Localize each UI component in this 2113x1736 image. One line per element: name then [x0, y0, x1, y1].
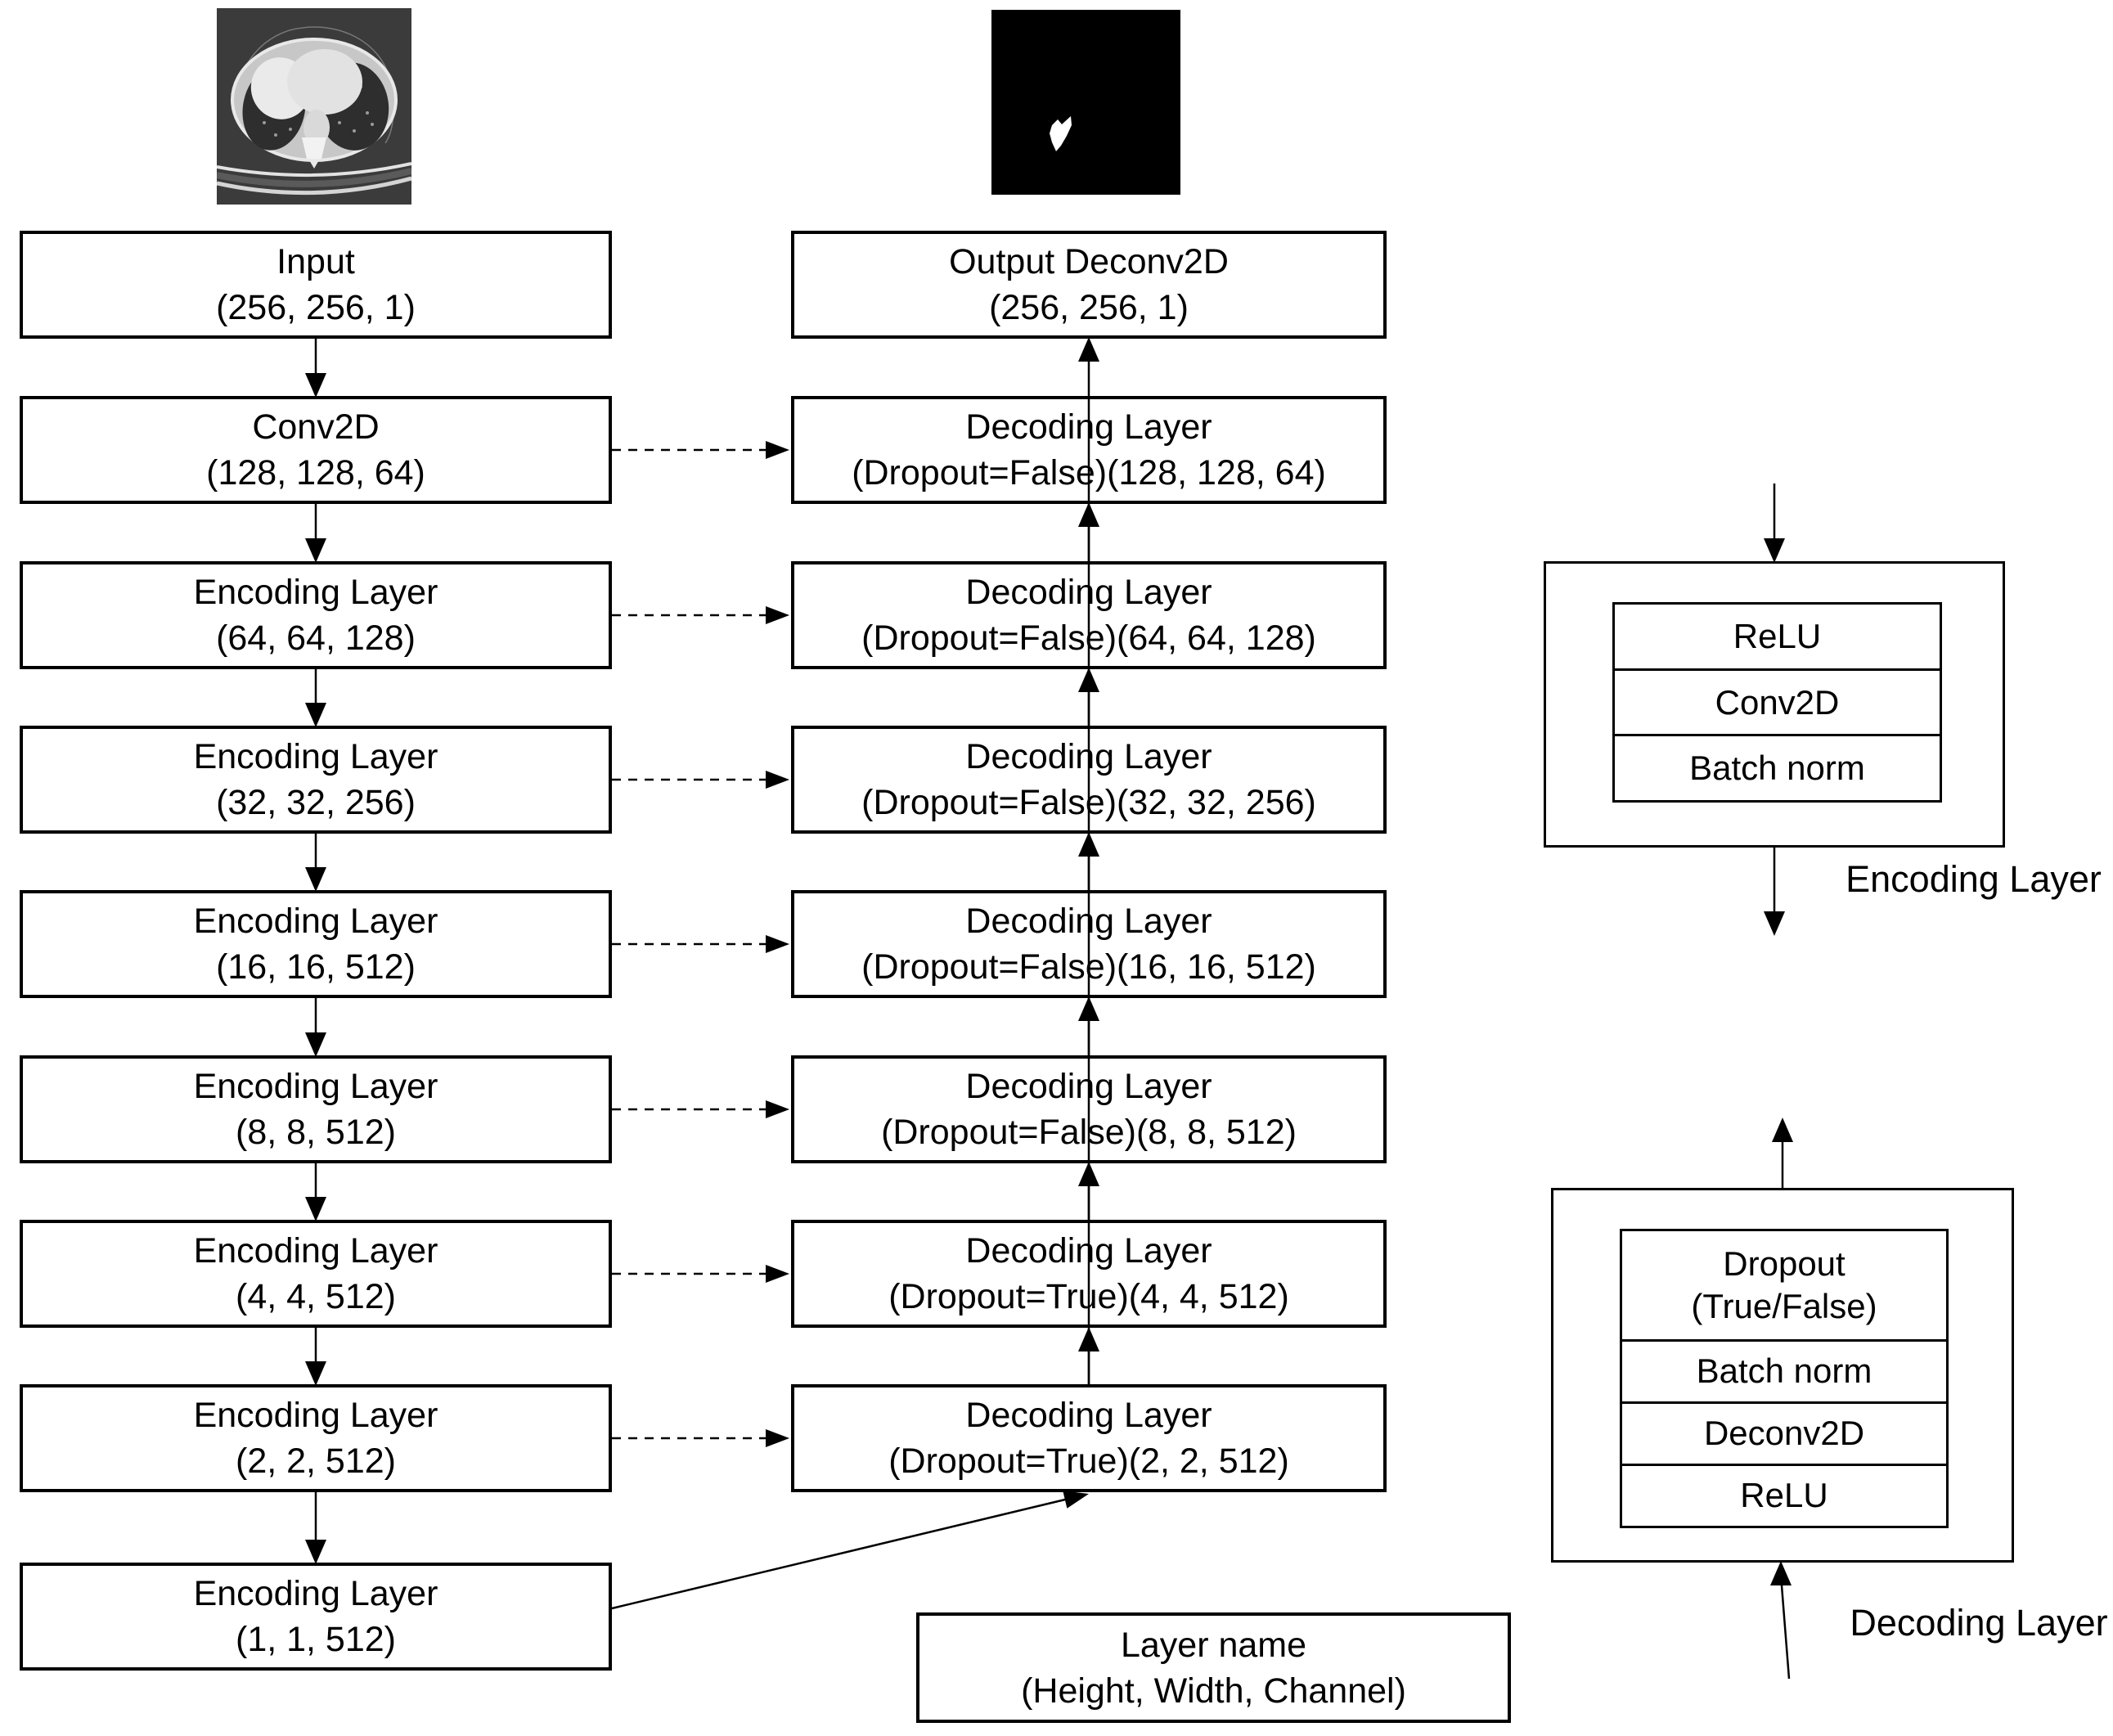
- encoding-step-relu: ReLU: [1615, 605, 1940, 668]
- encoder-box-conv2d: Conv2D (128, 128, 64): [20, 396, 612, 504]
- decoder-box-output: Output Deconv2D (256, 256, 1): [791, 231, 1387, 339]
- layer-shape: (2, 2, 512): [236, 1441, 396, 1481]
- layer-shape: (Dropout=False)(64, 64, 128): [861, 618, 1316, 658]
- layer-shape: (64, 64, 128): [216, 618, 416, 658]
- layer-title: Decoding Layer: [965, 1231, 1212, 1271]
- ct-input-image: [217, 8, 411, 205]
- layer-title: Encoding Layer: [193, 737, 438, 776]
- layer-title: Input: [276, 242, 355, 281]
- layer-shape: (16, 16, 512): [216, 947, 416, 987]
- layer-shape: (Dropout=True)(4, 4, 512): [888, 1277, 1289, 1316]
- layer-title: Encoding Layer: [193, 1231, 438, 1271]
- step-label: Conv2D: [1715, 682, 1840, 722]
- decoder-box-4: Decoding Layer (Dropout=True)(4, 4, 512): [791, 1220, 1387, 1328]
- layer-shape: (Dropout=False)(8, 8, 512): [881, 1113, 1297, 1152]
- decoder-box-32: Decoding Layer (Dropout=False)(32, 32, 2…: [791, 726, 1387, 834]
- layer-shape: (256, 256, 1): [216, 288, 416, 327]
- layer-title: Decoding Layer: [965, 1396, 1212, 1435]
- layer-title: Decoding Layer: [965, 573, 1212, 612]
- decoding-layer-label: Decoding Layer: [1850, 1602, 2108, 1644]
- decoding-step-batchnorm: Batch norm: [1622, 1338, 1946, 1401]
- legend-subtitle: (Height, Width, Channel): [1021, 1671, 1406, 1711]
- encoder-box-input: Input (256, 256, 1): [20, 231, 612, 339]
- legend-title: Layer name: [1120, 1625, 1307, 1665]
- decoder-box-2: Decoding Layer (Dropout=True)(2, 2, 512): [791, 1384, 1387, 1492]
- encoder-box-1: Encoding Layer (1, 1, 512): [20, 1563, 612, 1671]
- layer-title: Decoding Layer: [965, 737, 1212, 776]
- ct-slice-art: [217, 8, 411, 205]
- encoder-box-2: Encoding Layer (2, 2, 512): [20, 1384, 612, 1492]
- layer-title: Encoding Layer: [193, 1396, 438, 1435]
- layer-title: Encoding Layer: [193, 1574, 438, 1613]
- layer-shape: (32, 32, 256): [216, 783, 416, 822]
- layer-title: Decoding Layer: [965, 902, 1212, 941]
- bottleneck-diagonal-arrow: [611, 1491, 1089, 1610]
- layer-title: Conv2D: [252, 407, 380, 447]
- layer-shape: (128, 128, 64): [206, 453, 425, 492]
- decoding-step-relu: ReLU: [1622, 1463, 1946, 1526]
- layer-title: Encoding Layer: [193, 573, 438, 612]
- skip-connection-arrows: [612, 441, 789, 1447]
- step-label: ReLU: [1740, 1476, 1828, 1515]
- step-label: Deconv2D: [1703, 1414, 1865, 1453]
- layer-title: Encoding Layer: [193, 902, 438, 941]
- step-sublabel: (True/False): [1691, 1286, 1877, 1325]
- layer-title: Encoding Layer: [193, 1067, 438, 1106]
- encoder-box-32: Encoding Layer (32, 32, 256): [20, 726, 612, 834]
- layer-shape: (Dropout=False)(32, 32, 256): [861, 783, 1316, 822]
- legend-box: Layer name (Height, Width, Channel): [916, 1612, 1511, 1723]
- encoder-box-64: Encoding Layer (64, 64, 128): [20, 561, 612, 669]
- decoding-step-dropout: Dropout (True/False): [1622, 1231, 1946, 1339]
- encoding-detail-steps: ReLU Conv2D Batch norm: [1612, 602, 1942, 803]
- encoder-box-16: Encoding Layer (16, 16, 512): [20, 890, 612, 998]
- layer-title: Decoding Layer: [965, 1067, 1212, 1106]
- mask-art: [991, 10, 1180, 195]
- layer-shape: (4, 4, 512): [236, 1277, 396, 1316]
- layer-shape: (256, 256, 1): [989, 288, 1189, 327]
- encoding-step-batchnorm: Batch norm: [1615, 734, 1940, 800]
- layer-title: Output Deconv2D: [949, 242, 1229, 281]
- decoder-box-128: Decoding Layer (Dropout=False)(128, 128,…: [791, 396, 1387, 504]
- decoder-box-16: Decoding Layer (Dropout=False)(16, 16, 5…: [791, 890, 1387, 998]
- segmentation-mask-image: [991, 10, 1180, 195]
- step-label: Batch norm: [1696, 1351, 1872, 1391]
- layer-shape: (Dropout=False)(128, 128, 64): [852, 453, 1326, 492]
- decoding-detail-steps: Dropout (True/False) Batch norm Deconv2D…: [1620, 1229, 1949, 1528]
- layer-title: Decoding Layer: [965, 407, 1212, 447]
- encoder-box-8: Encoding Layer (8, 8, 512): [20, 1055, 612, 1163]
- step-label: ReLU: [1733, 616, 1822, 655]
- decoder-box-64: Decoding Layer (Dropout=False)(64, 64, 1…: [791, 561, 1387, 669]
- encoding-layer-label: Encoding Layer: [1846, 858, 2102, 900]
- decoding-step-deconv2d: Deconv2D: [1622, 1401, 1946, 1464]
- decoder-box-8: Decoding Layer (Dropout=False)(8, 8, 512…: [791, 1055, 1387, 1163]
- step-label: Batch norm: [1689, 749, 1865, 788]
- layer-shape: (Dropout=True)(2, 2, 512): [888, 1441, 1289, 1481]
- encoding-step-conv2d: Conv2D: [1615, 668, 1940, 735]
- layer-shape: (Dropout=False)(16, 16, 512): [861, 947, 1316, 987]
- layer-shape: (8, 8, 512): [236, 1113, 396, 1152]
- step-label: Dropout: [1723, 1244, 1846, 1283]
- layer-shape: (1, 1, 512): [236, 1620, 396, 1659]
- encoder-box-4: Encoding Layer (4, 4, 512): [20, 1220, 612, 1328]
